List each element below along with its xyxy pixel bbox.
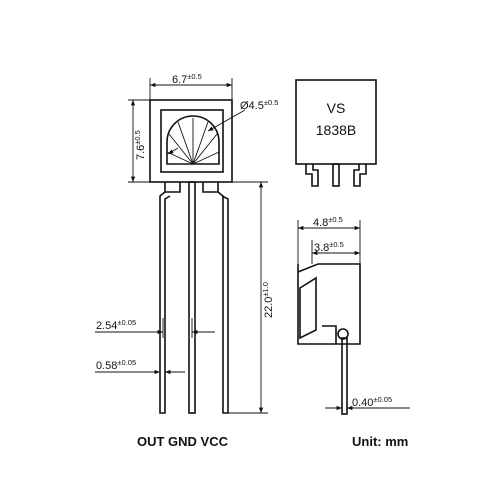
dim-lead-length: 22.0±1.0 bbox=[228, 181, 275, 414]
back-lead-center bbox=[332, 163, 340, 187]
side-view: 4.8±0.5 3.8±0.5 0.40±0.05 bbox=[297, 215, 410, 415]
marking-line-2: 1838B bbox=[316, 122, 356, 138]
back-lead-left bbox=[305, 164, 319, 187]
side-step bbox=[322, 325, 337, 344]
dim-side-depth-inner-value: 3.8±0.5 bbox=[314, 240, 344, 254]
side-body-outline bbox=[297, 263, 361, 345]
side-lead bbox=[341, 337, 348, 415]
unit-label: Unit: mm bbox=[352, 434, 408, 449]
dim-lead-pitch: 2.54±0.05 bbox=[95, 318, 215, 338]
front-lead-shoulder-left bbox=[164, 182, 181, 193]
pins-label: OUT GND VCC bbox=[137, 434, 229, 449]
front-view: 6.7±0.5 7.6±0.5 Ø4.5±0.5 22.0±1.0 bbox=[95, 72, 278, 414]
lens-dome bbox=[166, 115, 220, 165]
dim-body-width-value: 6.7±0.5 bbox=[172, 72, 202, 86]
dim-lead-width: 0.58±0.05 bbox=[95, 358, 185, 375]
dim-lead-length-value: 22.0±1.0 bbox=[261, 282, 275, 318]
dim-lens-diameter: Ø4.5±0.5 bbox=[167, 98, 278, 155]
dim-lead-thickness-value: 0.40±0.05 bbox=[352, 395, 392, 409]
side-lens-profile bbox=[299, 276, 317, 340]
back-view: VS 1838B bbox=[295, 79, 377, 187]
dim-lead-thickness: 0.40±0.05 bbox=[325, 392, 410, 414]
dim-body-height-value: 7.6±0.5 bbox=[133, 130, 147, 160]
dim-body-height: 7.6±0.5 bbox=[128, 99, 150, 183]
front-leads bbox=[159, 181, 229, 414]
marking-line-1: VS bbox=[327, 100, 346, 116]
dim-side-depth-inner: 3.8±0.5 bbox=[311, 240, 360, 264]
dim-body-width: 6.7±0.5 bbox=[149, 72, 233, 100]
dim-side-depth-outer-value: 4.8±0.5 bbox=[313, 215, 343, 229]
back-lead-right bbox=[353, 164, 367, 187]
dim-lead-width-value: 0.58±0.05 bbox=[96, 358, 136, 372]
dim-lead-pitch-value: 2.54±0.05 bbox=[96, 318, 136, 332]
front-lead-shoulder-right bbox=[202, 182, 219, 193]
side-lead-bend bbox=[337, 328, 349, 340]
dim-lens-diameter-value: Ø4.5±0.5 bbox=[240, 98, 278, 112]
dim-side-depth-outer: 4.8±0.5 bbox=[297, 215, 361, 264]
front-face-outline bbox=[160, 109, 224, 173]
